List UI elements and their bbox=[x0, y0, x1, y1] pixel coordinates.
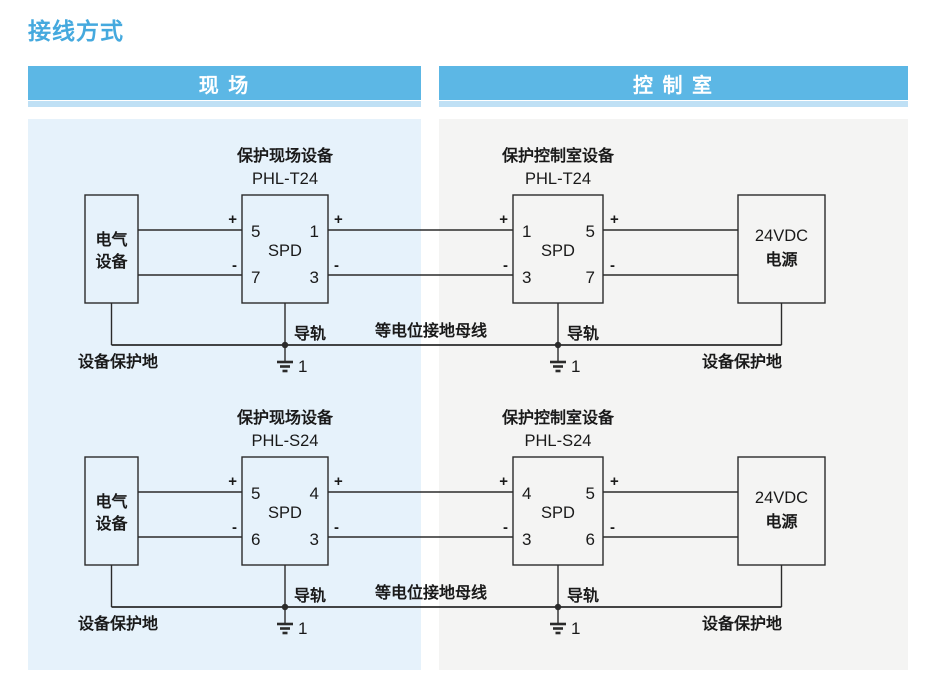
control-earth-icon bbox=[550, 622, 566, 635]
control-spd-pin-br: 7 bbox=[586, 268, 595, 287]
field-left-plus-sign: + bbox=[228, 211, 237, 228]
control-left-plus-sign: + bbox=[499, 211, 508, 228]
power-label-line2: 电源 bbox=[765, 250, 797, 269]
field-spd-pin-br: 3 bbox=[310, 268, 319, 287]
control-panel bbox=[439, 119, 908, 670]
field-spd-pin-tl: 5 bbox=[251, 484, 260, 503]
header-control-underline bbox=[439, 101, 908, 107]
field-spd-pin-br: 3 bbox=[310, 530, 319, 549]
protective-ground-left-label: 设备保护地 bbox=[78, 614, 158, 633]
field-right-plus-sign: + bbox=[334, 211, 343, 228]
field-spd-pin-tr: 4 bbox=[310, 484, 319, 503]
field-right-plus-sign: + bbox=[334, 473, 343, 490]
control-spd-label: SPD bbox=[541, 504, 575, 522]
field-earth-icon bbox=[277, 622, 293, 635]
control-rail-label: 导轨 bbox=[567, 324, 599, 343]
control-right-plus-sign: + bbox=[610, 211, 619, 228]
field-earth-ref: 1 bbox=[298, 357, 307, 376]
field-rail-label: 导轨 bbox=[294, 586, 326, 605]
control-spd-pin-tr: 5 bbox=[586, 484, 595, 503]
control-earth-ref: 1 bbox=[571, 619, 580, 638]
equipment-label-line1: 电气 bbox=[95, 492, 127, 511]
field-earth-ref: 1 bbox=[298, 619, 307, 638]
protective-ground-left-label: 设备保护地 bbox=[78, 352, 158, 371]
field-spd-pin-tl: 5 bbox=[251, 222, 260, 241]
control-ground-junction-dot bbox=[554, 341, 562, 349]
power-label-line1: 24VDC bbox=[755, 489, 808, 507]
header-field-underline bbox=[28, 101, 421, 107]
control-spd-pin-tl: 1 bbox=[522, 222, 531, 241]
diagram-phl-t24: 保护现场设备 PHL-T24 保护控制室设备 PHL-T24 电气 设备 5 1… bbox=[78, 146, 826, 376]
protective-ground-right-label: 设备保护地 bbox=[702, 614, 782, 633]
field-rail-label: 导轨 bbox=[294, 324, 326, 343]
field-left-minus-sign: - bbox=[232, 519, 237, 536]
equipotential-bus-label: 等电位接地母线 bbox=[374, 583, 487, 602]
diagram-phl-s24: 保护现场设备 PHL-S24 保护控制室设备 PHL-S24 电气 设备 5 4… bbox=[78, 408, 826, 638]
field-panel bbox=[28, 119, 421, 670]
control-rail-label: 导轨 bbox=[567, 586, 599, 605]
equipotential-bus-label: 等电位接地母线 bbox=[374, 321, 487, 340]
page-title: 接线方式 bbox=[28, 18, 124, 44]
protective-ground-right-label: 设备保护地 bbox=[702, 352, 782, 371]
control-left-plus-sign: + bbox=[499, 473, 508, 490]
control-spd-pin-bl: 3 bbox=[522, 530, 531, 549]
field-ground-junction-dot bbox=[281, 603, 289, 611]
field-earth-icon bbox=[277, 360, 293, 373]
power-label-line2: 电源 bbox=[765, 512, 797, 531]
control-spd-label: SPD bbox=[541, 242, 575, 260]
field-device-caption: 保护现场设备 bbox=[236, 408, 334, 427]
field-spd-pin-bl: 7 bbox=[251, 268, 260, 287]
field-left-plus-sign: + bbox=[228, 473, 237, 490]
equipment-label-line2: 设备 bbox=[95, 252, 128, 271]
control-right-minus-sign: - bbox=[610, 257, 615, 274]
control-device-caption: 保护控制室设备 bbox=[501, 408, 615, 427]
header-control-room: 控 制 室 bbox=[439, 66, 908, 100]
control-left-minus-sign: - bbox=[503, 519, 508, 536]
header-control-room-label: 控 制 室 bbox=[632, 74, 715, 97]
control-spd-pin-tl: 4 bbox=[522, 484, 531, 503]
field-spd-pin-tr: 1 bbox=[310, 222, 319, 241]
equipment-label-line1: 电气 bbox=[95, 230, 127, 249]
control-ground-junction-dot bbox=[554, 603, 562, 611]
control-right-plus-sign: + bbox=[610, 473, 619, 490]
power-label-line1: 24VDC bbox=[755, 227, 808, 245]
control-left-minus-sign: - bbox=[503, 257, 508, 274]
control-spd-pin-bl: 3 bbox=[522, 268, 531, 287]
field-spd-pin-bl: 6 bbox=[251, 530, 260, 549]
equipment-label-line2: 设备 bbox=[95, 514, 128, 533]
control-spd-pin-br: 6 bbox=[586, 530, 595, 549]
control-model-caption: PHL-S24 bbox=[525, 432, 592, 450]
control-spd-pin-tr: 5 bbox=[586, 222, 595, 241]
field-device-caption: 保护现场设备 bbox=[236, 146, 334, 165]
control-earth-icon bbox=[550, 360, 566, 373]
field-right-minus-sign: - bbox=[334, 519, 339, 536]
field-ground-junction-dot bbox=[281, 341, 289, 349]
header-field-site-label: 现 场 bbox=[198, 74, 251, 97]
header-field-site: 现 场 bbox=[28, 66, 421, 100]
field-right-minus-sign: - bbox=[334, 257, 339, 274]
control-model-caption: PHL-T24 bbox=[525, 170, 591, 188]
field-spd-label: SPD bbox=[268, 242, 302, 260]
field-model-caption: PHL-T24 bbox=[252, 170, 318, 188]
field-left-minus-sign: - bbox=[232, 257, 237, 274]
field-spd-label: SPD bbox=[268, 504, 302, 522]
control-earth-ref: 1 bbox=[571, 357, 580, 376]
control-right-minus-sign: - bbox=[610, 519, 615, 536]
field-model-caption: PHL-S24 bbox=[252, 432, 319, 450]
control-device-caption: 保护控制室设备 bbox=[501, 146, 615, 165]
